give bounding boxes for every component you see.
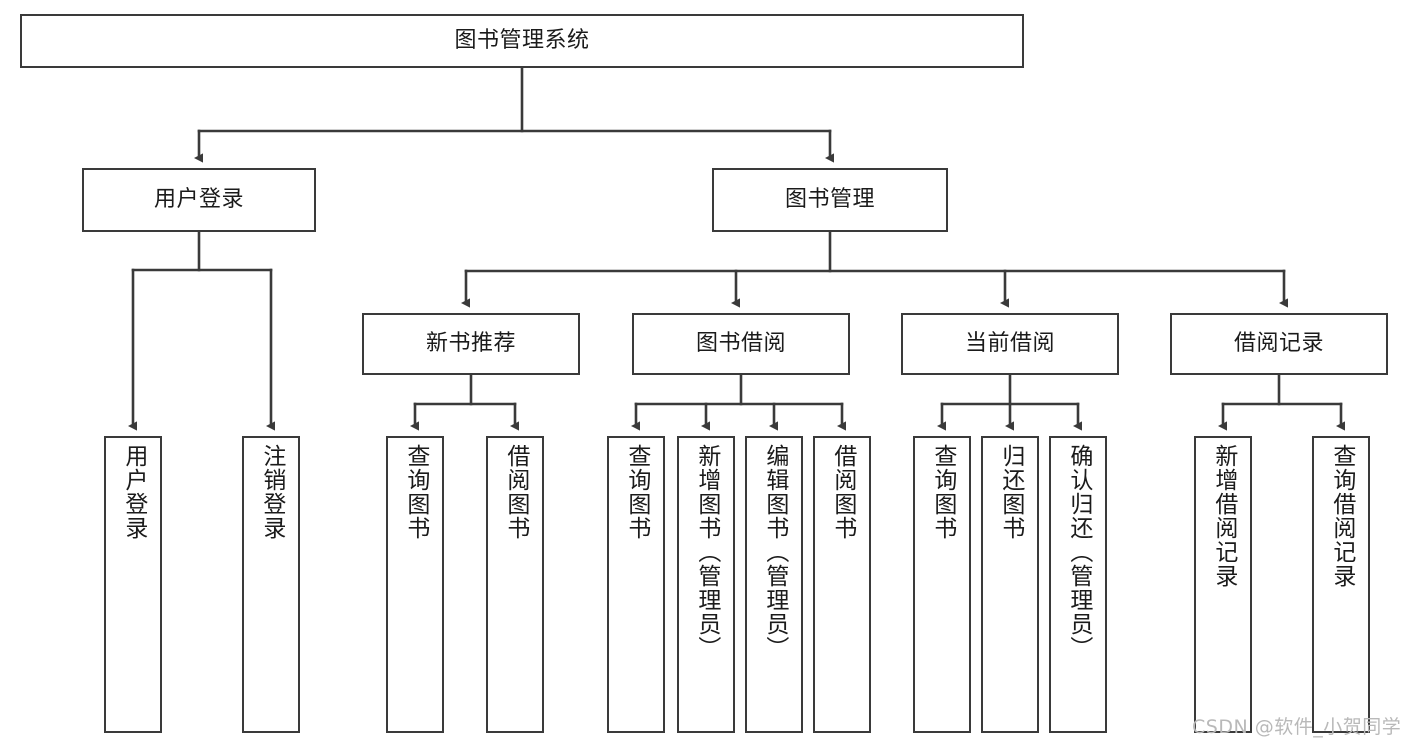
leaf-add-record[interactable]: 新增借阅记录 [1194,436,1252,733]
node-user-login-label: 用户登录 [153,187,244,213]
node-borrow-record-label: 借阅记录 [1233,331,1324,357]
csdn-watermark: CSDN @软件_小贺同学 [1192,716,1402,738]
leaf-return-book-label: 归还图书 [997,444,1024,540]
leaf-confirm-return[interactable]: 确认归还（管理员） [1049,436,1107,733]
leaf-add-book[interactable]: 新增图书（管理员） [677,436,735,733]
leaf-query-record-label: 查询借阅记录 [1328,444,1355,588]
node-current-borrow-label: 当前借阅 [964,331,1055,357]
leaf-edit-book[interactable]: 编辑图书（管理员） [745,436,803,733]
node-book-manage[interactable]: 图书管理 [712,168,948,232]
node-current-borrow[interactable]: 当前借阅 [901,313,1119,375]
leaf-query-record[interactable]: 查询借阅记录 [1312,436,1370,733]
leaf-logout-login-label: 注销登录 [258,444,285,540]
node-borrow-record[interactable]: 借阅记录 [1170,313,1388,375]
leaf-confirm-return-label: 确认归还（管理员） [1065,444,1092,660]
node-root-label: 图书管理系统 [454,28,590,54]
node-user-login[interactable]: 用户登录 [82,168,316,232]
leaf-borrow-book-2-label: 借阅图书 [829,444,856,540]
leaf-edit-book-label: 编辑图书（管理员） [761,444,788,660]
node-book-borrow[interactable]: 图书借阅 [632,313,850,375]
node-book-manage-label: 图书管理 [784,187,875,213]
leaf-logout-login[interactable]: 注销登录 [242,436,300,733]
leaf-query-book-2-label: 查询图书 [623,444,650,540]
leaf-query-book-1[interactable]: 查询图书 [386,436,444,733]
node-root[interactable]: 图书管理系统 [20,14,1024,68]
leaf-add-book-label: 新增图书（管理员） [693,444,720,660]
leaf-query-book-1-label: 查询图书 [402,444,429,540]
leaf-return-book[interactable]: 归还图书 [981,436,1039,733]
leaf-query-book-3-label: 查询图书 [929,444,956,540]
leaf-user-login-label: 用户登录 [120,444,147,540]
leaf-user-login[interactable]: 用户登录 [104,436,162,733]
leaf-query-book-2[interactable]: 查询图书 [607,436,665,733]
node-new-book-recommend-label: 新书推荐 [425,331,516,357]
leaf-borrow-book-2[interactable]: 借阅图书 [813,436,871,733]
leaf-query-book-3[interactable]: 查询图书 [913,436,971,733]
node-new-book-recommend[interactable]: 新书推荐 [362,313,580,375]
node-book-borrow-label: 图书借阅 [695,331,786,357]
leaf-borrow-book-1-label: 借阅图书 [502,444,529,540]
leaf-borrow-book-1[interactable]: 借阅图书 [486,436,544,733]
leaf-add-record-label: 新增借阅记录 [1210,444,1237,588]
